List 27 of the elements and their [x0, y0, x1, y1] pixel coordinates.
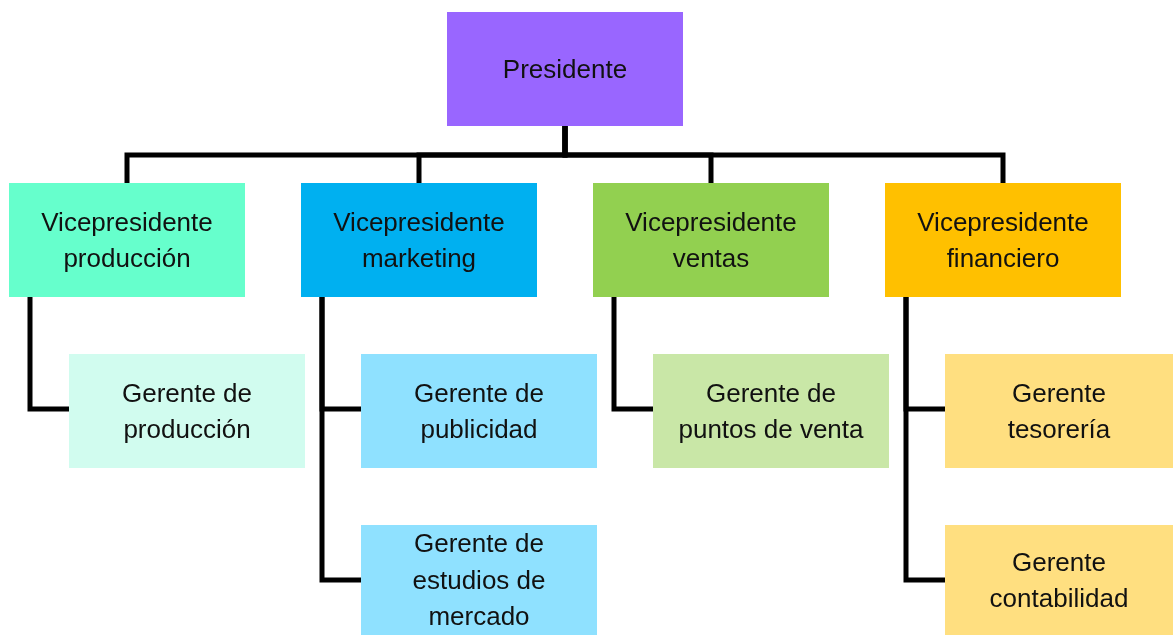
connector-line: [562, 126, 1006, 183]
org-box: [885, 183, 1121, 297]
org-box: [593, 183, 829, 297]
position-title: Gerente de publicidad: [412, 376, 546, 446]
position-title: Vicepresidente producción: [40, 205, 214, 275]
position-title: Presidente: [502, 52, 628, 86]
position-title: Vicepresidente ventas: [624, 205, 798, 275]
connector-line: [903, 297, 945, 583]
org-box: [69, 354, 305, 468]
org-box: [301, 183, 537, 297]
org-box: [447, 12, 683, 126]
org-box: [653, 354, 889, 468]
org-box: [945, 525, 1173, 635]
position-title: Gerente tesorería: [1006, 376, 1112, 446]
position-title: Vicepresidente financiero: [916, 205, 1090, 275]
position-title: Vicepresidente marketing: [332, 205, 506, 275]
connector-line: [27, 297, 69, 412]
org-box: [361, 354, 597, 468]
position-title: Gerente contabilidad: [988, 545, 1130, 615]
connector-line: [319, 297, 361, 583]
position-title: Gerente de puntos de venta: [677, 376, 865, 446]
position-title: Gerente de producción: [120, 376, 254, 446]
org-box: [945, 354, 1173, 468]
org-box: [361, 525, 597, 635]
connector-line: [611, 297, 653, 412]
position-title: Gerente de estudios de mercado: [411, 527, 547, 634]
org-box: [9, 183, 245, 297]
